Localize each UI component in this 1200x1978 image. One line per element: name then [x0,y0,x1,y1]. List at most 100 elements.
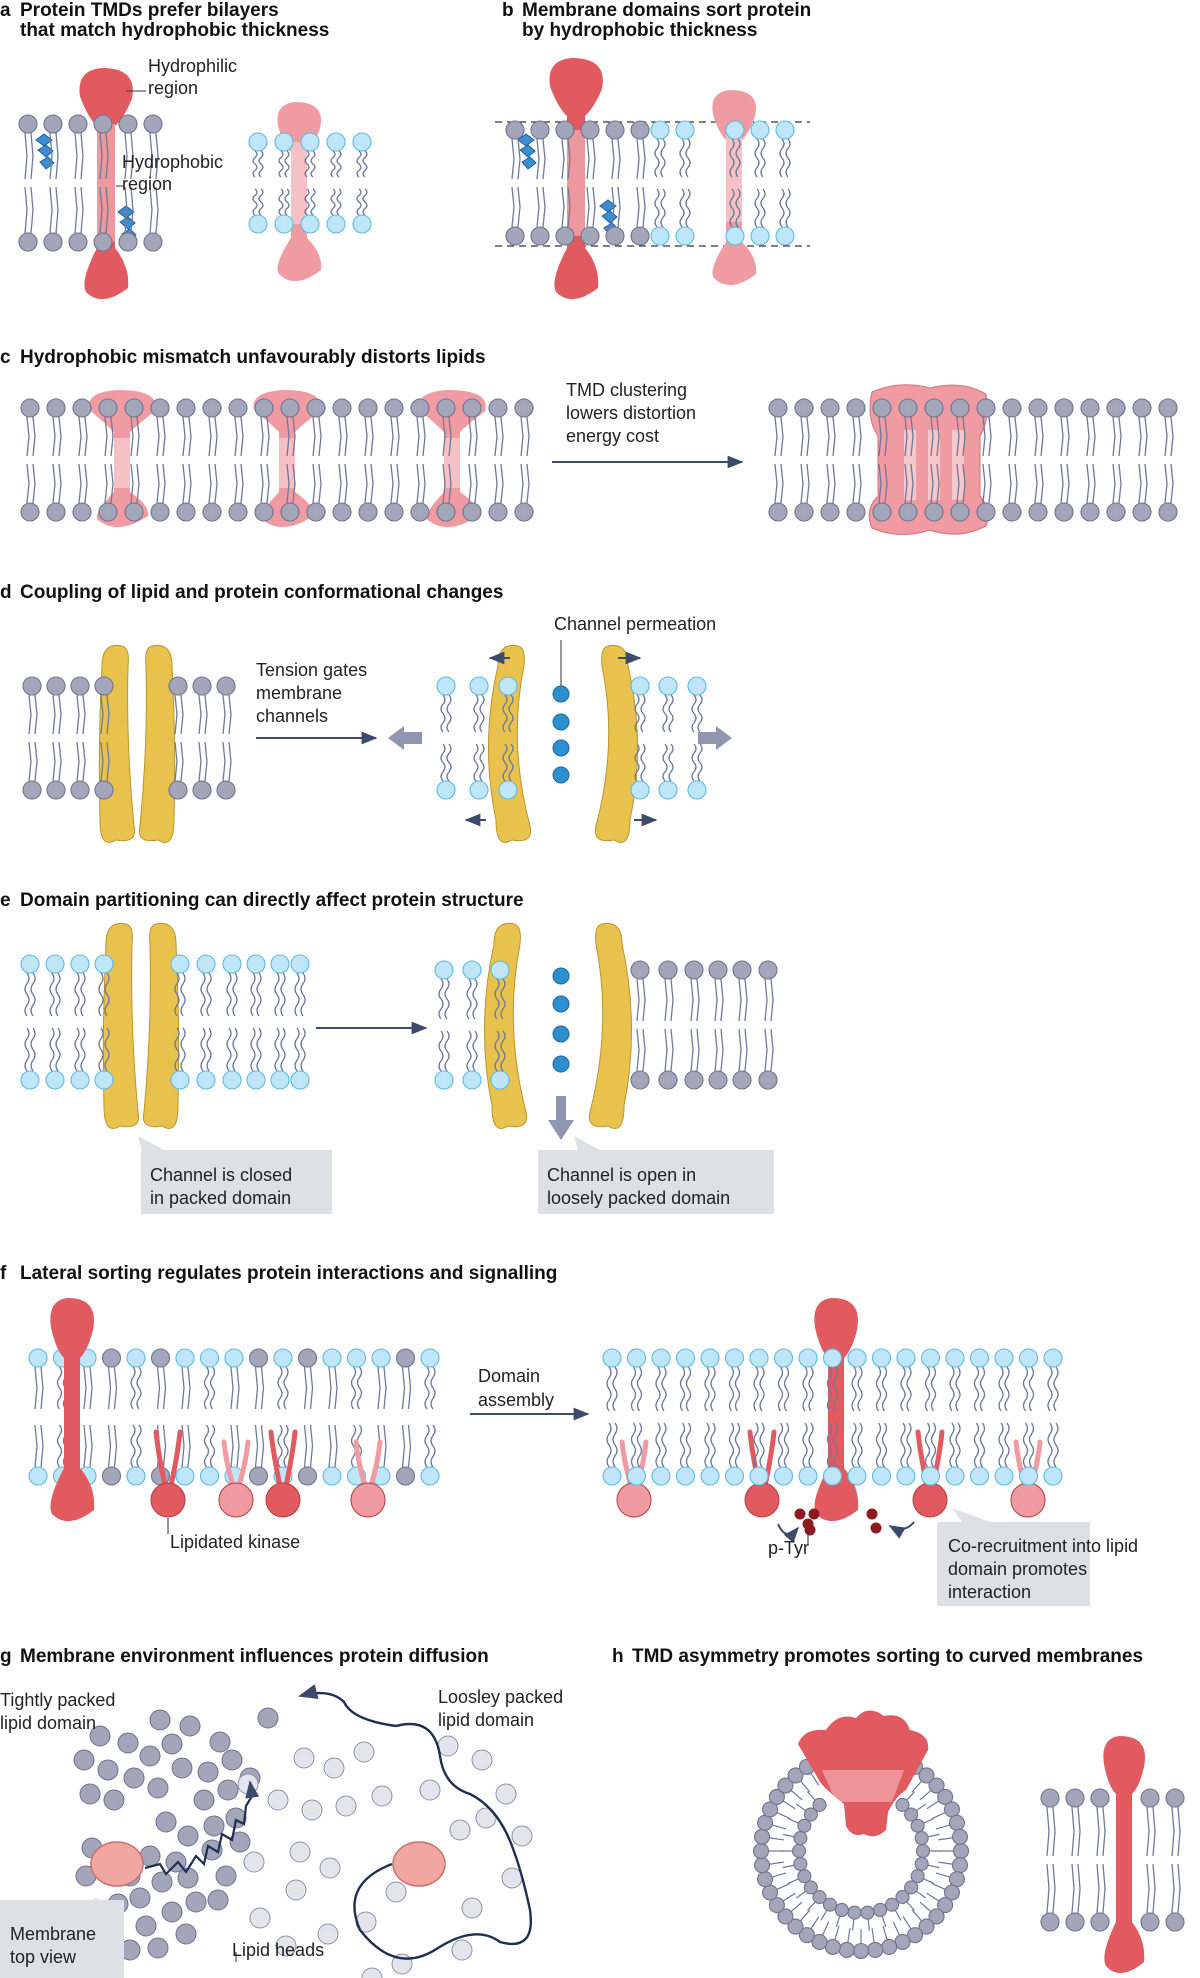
lipid-head [126,1466,146,1486]
lipid-head [280,398,300,418]
lipid-head-tight [229,1831,251,1853]
lipid-tail [56,1366,63,1410]
lipid-tail [30,972,36,1017]
lipid-head-loose [293,1747,315,1769]
lipid-head [675,120,695,140]
lipid-tail [198,694,202,735]
lipid-tail [350,1366,357,1410]
loosely-packed-label: lipid domain [438,1710,534,1730]
lipid-tail [904,416,908,457]
lipid-tail [728,1422,735,1468]
lipid-tail [956,463,960,504]
protein-rod [291,144,307,242]
lipid-tail [660,188,666,228]
lipid-head [820,502,840,522]
lipid-head [270,1070,290,1090]
lipid-head [1140,1912,1160,1932]
lipid-tail [280,972,286,1017]
lipid-head [176,398,196,418]
lipid-head [384,502,404,522]
lipid-tail [851,1422,857,1468]
lipid-tail [228,694,232,735]
lipid-head-loose [385,1881,407,1903]
lipid-tail [76,741,80,782]
lipid-tail [774,463,778,504]
lipid-tail [26,416,30,457]
lipid-head [150,502,170,522]
lipid-tail [266,416,270,457]
lipid-tail [364,463,368,504]
lipid-tail [230,1366,234,1410]
lipid-head [1065,1788,1085,1808]
lipid-head [420,1466,440,1486]
lipid-head [793,1831,808,1846]
lipid-tail [826,463,830,504]
protein-tail [712,242,757,286]
lipid-tail [783,1422,790,1468]
lipid-tail [636,138,640,180]
lipid-tail [655,1422,661,1468]
lipid-tail [630,1366,637,1412]
lipid-tail [606,1422,612,1468]
lipid-tail [729,188,735,228]
lipid-tail [309,1424,314,1468]
lipid-tail [930,1422,937,1468]
lipid-head [101,1466,122,1486]
bilayer-stretched [630,676,707,800]
lipid-head-tight [203,1815,225,1837]
lipid-head [322,1348,342,1368]
lipid-tail [440,743,446,782]
lipid-tail [998,1366,1004,1412]
lipid-head [248,132,268,152]
lipid-tail [104,416,108,457]
lipid-tail [636,978,640,1022]
lipid-head-loose [285,1879,307,1901]
lipid-tail [430,1424,436,1468]
domain-assembly-label: assembly [478,1390,554,1410]
lipid-head [937,1788,954,1805]
lipid-head [410,502,430,522]
lipid-head [750,120,770,140]
lipid-head [254,502,274,522]
lipid-head-tight [217,1779,239,1801]
bilayer-right [768,398,1178,522]
lipid-head [873,1902,888,1918]
lipid-tail [424,1366,430,1410]
lipid-tail [99,132,103,180]
lipid-tail [1060,416,1064,457]
lipid-tail [254,1424,259,1468]
lipid-head [732,960,752,980]
lipid-head [580,226,600,246]
lipid-tail [714,978,718,1022]
lipid-head-tight [185,1891,207,1913]
ion [552,1025,570,1043]
lipid-head [469,780,489,800]
lipid-head [822,1348,843,1368]
lipid-tail [955,1366,961,1412]
lipid-tail [104,1027,110,1072]
panel-h-title: TMD asymmetry promotes sorting to curved… [632,1646,1143,1667]
lipid-tail [446,694,452,733]
lipid-tail [494,416,498,457]
lipid-tail [654,188,660,228]
lipid-head [297,1466,318,1486]
lipid-head [290,1070,310,1090]
lipid-head [773,1466,794,1486]
lipid-tail [1170,416,1174,457]
lipid-head-loose [475,1807,497,1829]
lipid-head-tight [197,1761,219,1783]
lipid-head [687,676,707,696]
lipid-head [18,232,38,252]
lipid-tail [422,463,426,504]
lipid-tail [80,132,84,180]
lipid-tail [284,188,290,216]
lipid-tail [407,1366,412,1410]
lipid-tail [1146,1806,1150,1857]
lipid-head [246,954,266,974]
lipid-tail [1112,463,1116,504]
lipid-head [920,1466,941,1486]
lipid-tail [82,694,86,735]
lipid-tail [612,1422,618,1468]
lipid-tail [232,1027,238,1072]
lipid-tail [500,416,504,457]
